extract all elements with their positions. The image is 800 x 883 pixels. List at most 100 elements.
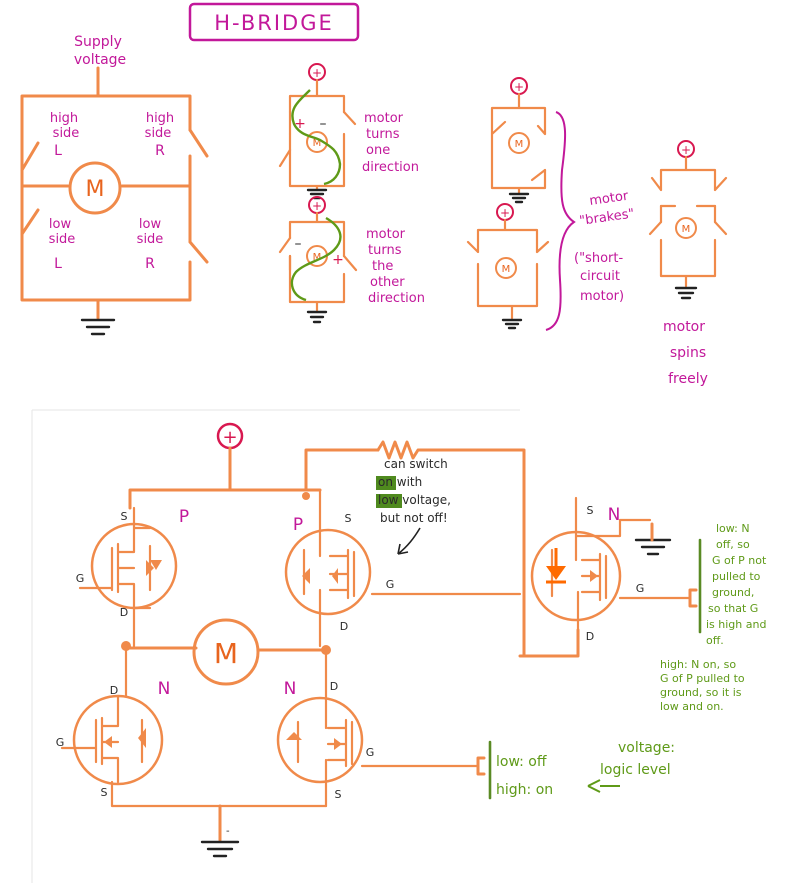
basic-h-bridge: Supply voltage M high side L high side R…: [20, 34, 209, 336]
svg-text:ground,: ground,: [712, 586, 754, 599]
svg-text:freely: freely: [668, 371, 708, 387]
svg-text:S: S: [587, 504, 594, 517]
svg-text:is high and: is high and: [706, 618, 766, 631]
svg-text:D: D: [110, 684, 118, 697]
svg-text:G: G: [56, 736, 65, 749]
svg-text:+: +: [514, 80, 524, 94]
supply-label: Supply: [74, 34, 122, 50]
svg-text:motor: motor: [663, 319, 705, 335]
supply-label: voltage: [74, 52, 126, 68]
svg-text:motor: motor: [364, 111, 404, 126]
svg-text:off.: off.: [706, 634, 724, 647]
svg-text:+: +: [312, 199, 322, 213]
svg-text:L: L: [54, 256, 62, 272]
svg-text:R: R: [145, 256, 155, 272]
svg-text:on with: on with: [378, 475, 422, 489]
svg-text:"brakes": "brakes": [578, 206, 635, 229]
svg-text:M: M: [313, 138, 322, 149]
svg-text:D: D: [586, 630, 594, 643]
svg-text:side: side: [137, 232, 164, 247]
svg-text:low voltage,: low voltage,: [378, 493, 451, 507]
page-title: H-BRIDGE: [214, 11, 334, 35]
svg-text:S: S: [121, 510, 128, 523]
svg-text:but not off!: but not off!: [380, 511, 448, 525]
svg-text:low: low: [49, 217, 72, 232]
svg-text:logic level: logic level: [600, 762, 671, 778]
svg-text:G: G: [636, 582, 645, 595]
svg-text:motor): motor): [580, 289, 624, 304]
svg-text:high: high: [50, 111, 78, 126]
svg-text:side: side: [49, 232, 76, 247]
svg-text:direction: direction: [368, 291, 425, 306]
svg-text:M: M: [682, 224, 691, 235]
svg-text:+: +: [294, 116, 306, 132]
svg-text:pulled to: pulled to: [712, 570, 761, 583]
svg-text:+: +: [332, 252, 344, 268]
svg-text:M: M: [502, 264, 511, 275]
svg-text:P: P: [179, 507, 189, 527]
svg-text:G: G: [76, 572, 85, 585]
free-spin-example: + M motor spins freely: [648, 140, 728, 387]
brake-examples: + M + M motor "brakes" ("short- circuit …: [466, 77, 635, 331]
svg-text:D: D: [340, 620, 348, 633]
svg-text:N: N: [158, 679, 171, 699]
svg-text:high: on: high: on: [496, 782, 553, 798]
svg-text:P: P: [293, 515, 303, 535]
svg-text:D: D: [330, 680, 338, 693]
svg-text:low: off: low: off: [496, 754, 547, 770]
svg-text:+: +: [681, 143, 691, 157]
svg-text:low: N: low: N: [716, 522, 750, 535]
motor-label: M: [86, 177, 105, 202]
svg-text:+: +: [500, 206, 510, 220]
svg-text:low: low: [139, 217, 162, 232]
svg-text:turns: turns: [366, 127, 400, 142]
svg-text:N: N: [608, 505, 621, 525]
svg-text:–: –: [295, 236, 302, 252]
svg-text:the: the: [372, 259, 393, 274]
svg-text:S: S: [345, 512, 352, 525]
svg-text:G of P pulled to: G of P pulled to: [660, 672, 745, 685]
svg-text:off, so: off, so: [716, 538, 750, 551]
highlight-on: [376, 476, 396, 490]
svg-text:turns: turns: [368, 243, 402, 258]
svg-text:("short-: ("short-: [574, 251, 623, 266]
svg-text:G: G: [386, 578, 395, 591]
svg-text:G: G: [366, 746, 375, 759]
svg-text:circuit: circuit: [580, 269, 620, 284]
svg-text:spins: spins: [670, 345, 706, 361]
svg-text:high: N on, so: high: N on, so: [660, 658, 736, 671]
svg-text:side: side: [53, 126, 80, 141]
svg-text:S: S: [335, 788, 342, 801]
svg-text:high: high: [146, 111, 174, 126]
svg-text:direction: direction: [362, 160, 419, 175]
motor-label: M: [214, 637, 238, 670]
svg-text:S: S: [101, 786, 108, 799]
svg-text:side: side: [145, 126, 172, 141]
svg-text:motor: motor: [366, 227, 406, 242]
direction-two-example: + M – + motor turns the other direction: [278, 196, 425, 324]
direction-one-example: + M + – motor turns one direction: [278, 63, 419, 200]
svg-text:G of P not: G of P not: [712, 554, 767, 567]
highlight-low: [376, 494, 402, 508]
svg-text:can switch: can switch: [384, 457, 448, 471]
svg-text:so that G: so that G: [708, 602, 758, 615]
svg-text:ground, so it is: ground, so it is: [660, 686, 742, 699]
title-box: H-BRIDGE: [188, 2, 360, 42]
svg-text:L: L: [54, 143, 62, 159]
svg-text:+: +: [222, 427, 237, 448]
mosfet-h-bridge: + S D G P S D G P M D S G: [56, 422, 767, 858]
svg-text:one: one: [366, 143, 390, 158]
svg-text:N: N: [284, 679, 297, 699]
svg-text:other: other: [370, 275, 405, 290]
svg-text:M: M: [313, 252, 322, 263]
svg-text:-: -: [226, 826, 230, 837]
svg-text:D: D: [120, 606, 128, 619]
svg-text:motor: motor: [588, 189, 629, 209]
svg-text:+: +: [312, 66, 322, 80]
svg-text:R: R: [155, 143, 165, 159]
svg-text:voltage:: voltage:: [618, 740, 675, 756]
svg-text:low and on.: low and on.: [660, 700, 724, 713]
motor-circle: [68, 161, 122, 215]
svg-text:M: M: [515, 139, 524, 150]
